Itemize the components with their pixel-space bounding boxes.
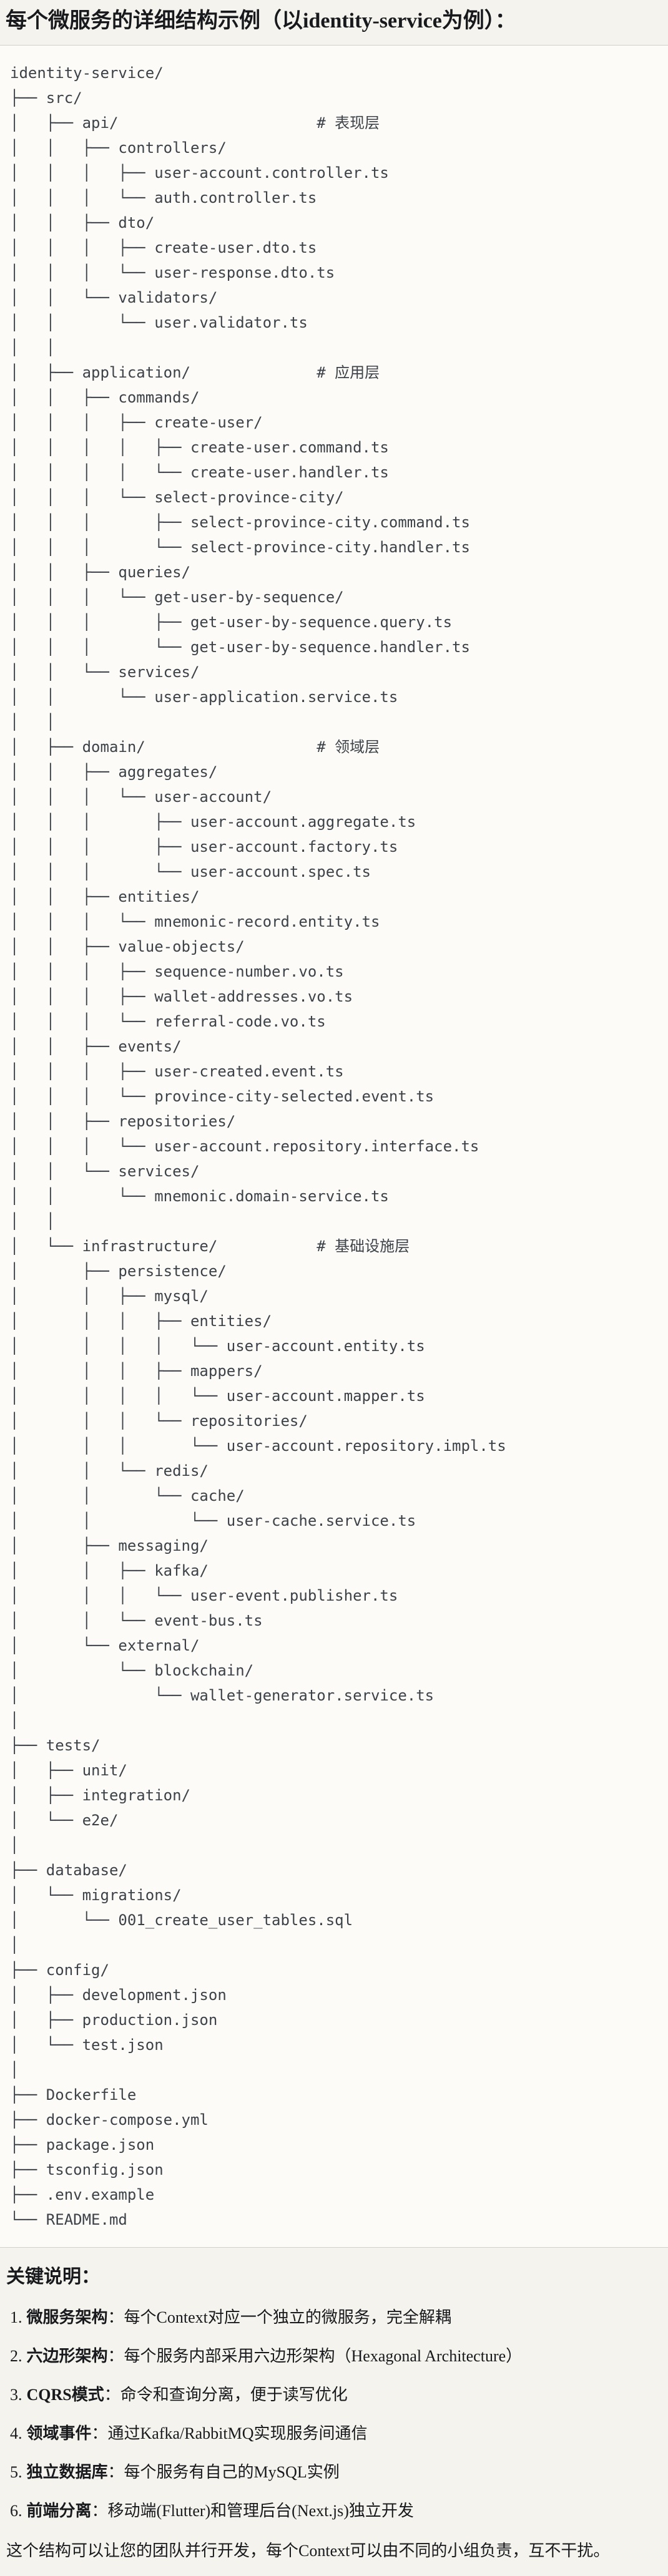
note-description: 每个服务有自己的MySQL实例 <box>124 2463 340 2481</box>
note-description: 每个Context对应一个独立的微服务，完全解耦 <box>124 2308 451 2326</box>
note-number: 2. <box>10 2347 22 2365</box>
note-number: 4. <box>10 2424 22 2442</box>
note-separator: ： <box>107 2463 124 2481</box>
note-item: 3.CQRS模式：命令和查询分离，便于读写优化 <box>6 2384 662 2406</box>
note-number: 1. <box>10 2308 22 2326</box>
notes-heading: 关键说明： <box>6 2266 100 2287</box>
note-item: 2.六边形架构：每个服务内部采用六边形架构（Hexagonal Architec… <box>6 2345 662 2368</box>
note-term: 前端分离 <box>26 2502 92 2520</box>
note-description: 每个服务内部采用六边形架构（Hexagonal Architecture） <box>124 2347 523 2365</box>
note-term: 六边形架构 <box>26 2347 108 2365</box>
note-separator: ： <box>104 2386 120 2404</box>
file-tree: identity-service/ ├── src/ │ ├── api/ # … <box>10 64 506 2228</box>
closing-paragraph: 这个结构可以让您的团队并行开发，每个Context可以由不同的小组负责，互不干扰… <box>6 2542 610 2560</box>
note-item: 5.独立数据库：每个服务有自己的MySQL实例 <box>6 2461 662 2484</box>
note-separator: ： <box>91 2502 108 2520</box>
note-term: 领域事件 <box>26 2424 92 2442</box>
file-tree-code-block: identity-service/ ├── src/ │ ├── api/ # … <box>0 45 668 2248</box>
page-title: 每个微服务的详细结构示例（以identity-service为例）： <box>6 9 516 32</box>
note-separator: ： <box>107 2347 124 2365</box>
note-separator: ： <box>91 2424 108 2442</box>
note-number: 3. <box>10 2386 22 2404</box>
note-separator: ： <box>107 2308 124 2326</box>
note-description: 命令和查询分离，便于读写优化 <box>120 2386 348 2404</box>
document: 每个微服务的详细结构示例（以identity-service为例）： ident… <box>0 7 668 2576</box>
note-term: 微服务架构 <box>26 2308 108 2326</box>
note-description: 通过Kafka/RabbitMQ实现服务间通信 <box>107 2424 368 2442</box>
note-item: 6.前端分离：移动端(Flutter)和管理后台(Next.js)独立开发 <box>6 2500 662 2522</box>
note-item: 4.领域事件：通过Kafka/RabbitMQ实现服务间通信 <box>6 2422 662 2445</box>
note-term: 独立数据库 <box>26 2463 108 2481</box>
note-number: 6. <box>10 2502 22 2520</box>
note-term: CQRS模式 <box>26 2386 104 2404</box>
notes-section: 关键说明： 1.微服务架构：每个Context对应一个独立的微服务，完全解耦 2… <box>0 2264 668 2576</box>
note-item: 1.微服务架构：每个Context对应一个独立的微服务，完全解耦 <box>6 2306 662 2329</box>
note-number: 5. <box>10 2463 22 2481</box>
note-description: 移动端(Flutter)和管理后台(Next.js)独立开发 <box>107 2502 414 2520</box>
